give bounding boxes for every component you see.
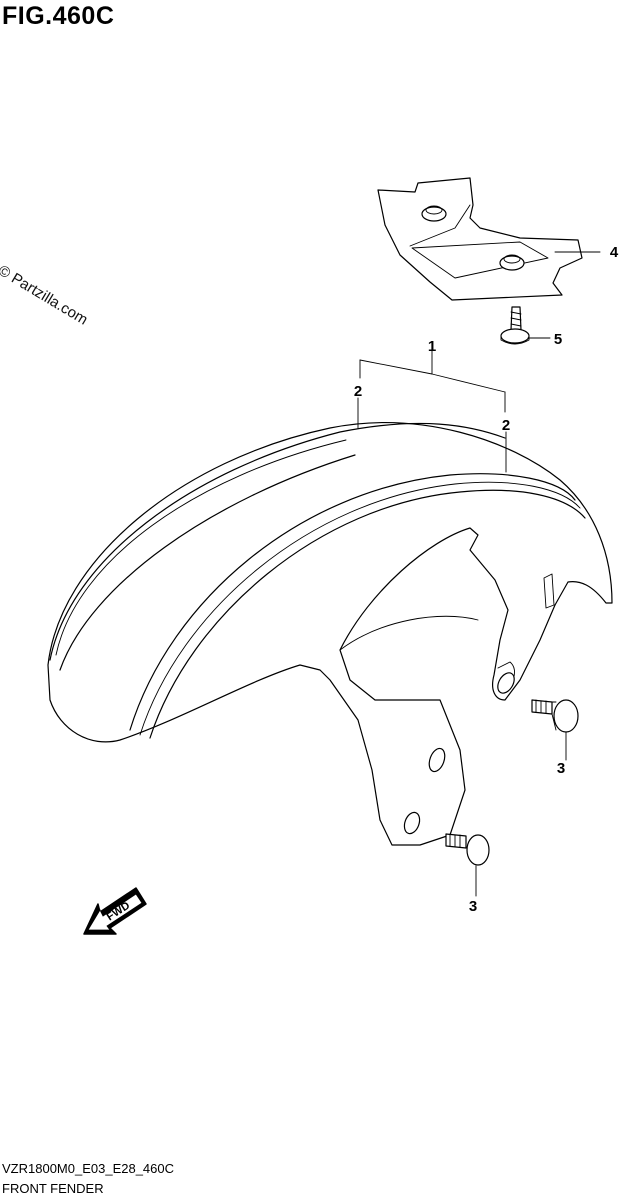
leader-lines	[357, 251, 601, 897]
diagram-name: FRONT FENDER	[2, 1181, 104, 1196]
callout-2-right: 2	[502, 417, 510, 434]
screw-part-5	[500, 306, 530, 345]
bolt-part-3-upper	[531, 699, 579, 733]
front-fender	[47, 422, 613, 846]
fwd-arrow-icon: FWD	[83, 887, 147, 935]
callout-2-left: 2	[354, 383, 362, 400]
callout-4: 4	[610, 244, 619, 261]
fender-brace-bracket	[377, 177, 583, 301]
callout-5: 5	[554, 331, 562, 348]
callout-3-lower: 3	[469, 898, 477, 915]
callout-3-upper: 3	[557, 760, 565, 777]
callout-1: 1	[428, 338, 436, 355]
bolt-part-3-lower	[445, 833, 490, 866]
diagram-code: VZR1800M0_E03_E28_460C	[2, 1161, 175, 1176]
figure-title: FIG.460C	[2, 2, 115, 30]
